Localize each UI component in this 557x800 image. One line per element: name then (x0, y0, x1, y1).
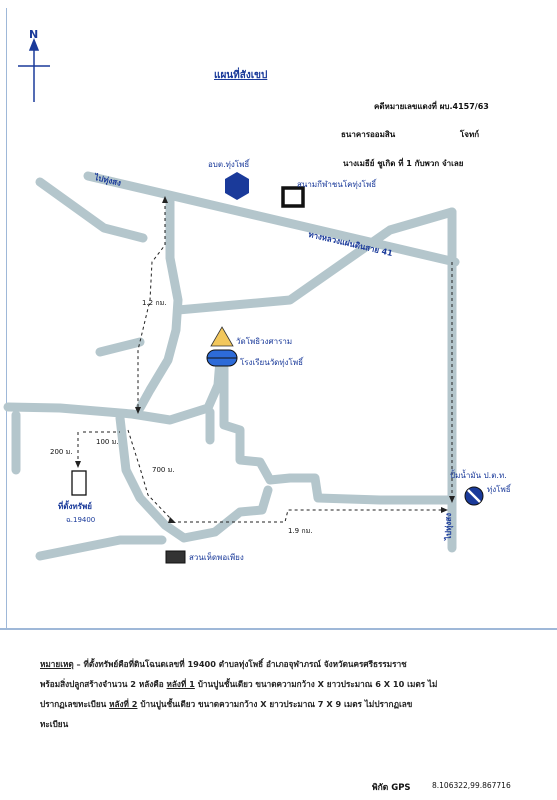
property-rectangle-icon (71, 470, 87, 496)
route-5 (178, 509, 445, 523)
arrow-6 (449, 496, 455, 503)
plaintiff-label: ธนาคารออมสิน (341, 130, 396, 139)
property-deed: ฉ.19400 (66, 516, 96, 524)
north-arrow-icon (18, 37, 50, 102)
highway-41 (83, 171, 460, 267)
remarks-line2-start: พร้อมสิ่งปลูกสร้างจำนวน 2 หลังคือ (40, 679, 167, 689)
gas-station-label-2: ทุ่งโพธิ์ (487, 485, 511, 494)
temple-highway-road (173, 207, 457, 315)
school-label: โรงเรียนวัดทุ่งโพธิ์ (240, 358, 304, 367)
arrow-2 (135, 407, 141, 414)
road-network (3, 171, 460, 561)
remarks-line-4: ทะเบียน (40, 719, 69, 729)
gps-value: 8.106322,99.867716 (432, 781, 511, 790)
route-dashes (77, 200, 453, 523)
distance-5: 1.9 กม. (288, 527, 313, 535)
remarks-block: หมายเหตุ – ที่ตั้งทรัพย์คือที่ดินโฉนดเลข… (40, 654, 520, 734)
upper-left-road (35, 177, 148, 243)
temple-label: วัดโพธิวงศาราม (236, 337, 293, 346)
remarks-line3-start: ปรากฏเลขทะเบียน (40, 699, 110, 709)
farm-label: สวนเห็ดพอเพียง (189, 553, 244, 562)
gps-label: พิกัด GPS (372, 783, 411, 793)
arrow-3 (75, 461, 81, 468)
remarks-heading: หมายเหตุ (40, 659, 74, 669)
gas-station-icon (464, 486, 484, 506)
house1-desc: บ้านปูนชั้นเดียว ขนาดความกว้าง X ยาวประม… (194, 679, 438, 689)
bottom-road (35, 535, 167, 561)
obt-label: อบต.ทุ่งโพธิ์ (208, 160, 250, 169)
stadium-square-icon (281, 186, 305, 208)
house2-label: หลังที่ 2 (109, 699, 138, 709)
farm-box-icon (165, 550, 186, 564)
case-number: คดีหมายเลขแดงที่ ผบ.4157/63 (374, 102, 489, 111)
stadium-label: สนามกีฬาชนโคทุ่งโพธิ์ (297, 180, 377, 189)
remarks-line-1: หมายเหตุ – ที่ตั้งทรัพย์คือที่ดินโฉนดเลข… (40, 654, 520, 674)
house1-label: หลังที่ 1 (166, 679, 195, 689)
obt-hexagon-icon (225, 172, 249, 200)
distance-4: 700 ม. (152, 466, 175, 474)
defendant-label: นางเมธีย์ ชูเกิด ที่ 1 กับพวก จำเลย (343, 159, 464, 168)
house2-desc: บ้านปูนชั้นเดียว ขนาดความกว้าง X ยาวประม… (137, 699, 413, 709)
distance-1: 1.2 กม. (142, 299, 167, 307)
left-border-line (6, 8, 7, 628)
map-bottom-divider (0, 628, 557, 630)
arrow-1 (162, 196, 168, 203)
lower-left-road (115, 413, 273, 543)
temple-triangle-icon (210, 326, 234, 347)
remarks-line-3: ปรากฏเลขทะเบียน หลังที่ 2 บ้านปูนชั้นเดี… (40, 694, 520, 714)
stepped-road (219, 363, 455, 505)
arrow-4 (168, 517, 176, 523)
north-label: N (29, 28, 39, 41)
distance-2: 100 ม. (96, 438, 119, 446)
map-drawing (3, 37, 484, 564)
plaintiff-role: โจทก์ (460, 130, 480, 139)
map-title: แผนที่สังเขป (214, 70, 268, 81)
left-vertical-road (135, 195, 183, 413)
route-4 (127, 429, 173, 521)
route-arrows (75, 196, 455, 523)
road-right-label: ไปทุ่งสง (444, 512, 453, 540)
distance-3: 200 ม. (50, 448, 73, 456)
remarks-line1-text: – ที่ตั้งทรัพย์คือที่ดินโฉนดเลขที่ 19400… (73, 659, 407, 669)
gas-station-label-1: ปั้มน้ำมัน ป.ต.ท. (450, 471, 507, 480)
left-branch-road (95, 337, 145, 357)
property-label: ที่ตั้งทรัพย์ (58, 502, 92, 511)
remarks-line-2: พร้อมสิ่งปลูกสร้างจำนวน 2 หลังคือ หลังที… (40, 674, 520, 694)
arrow-5 (441, 507, 448, 513)
left-horizontal-road (3, 355, 225, 425)
route-1 (137, 200, 166, 410)
